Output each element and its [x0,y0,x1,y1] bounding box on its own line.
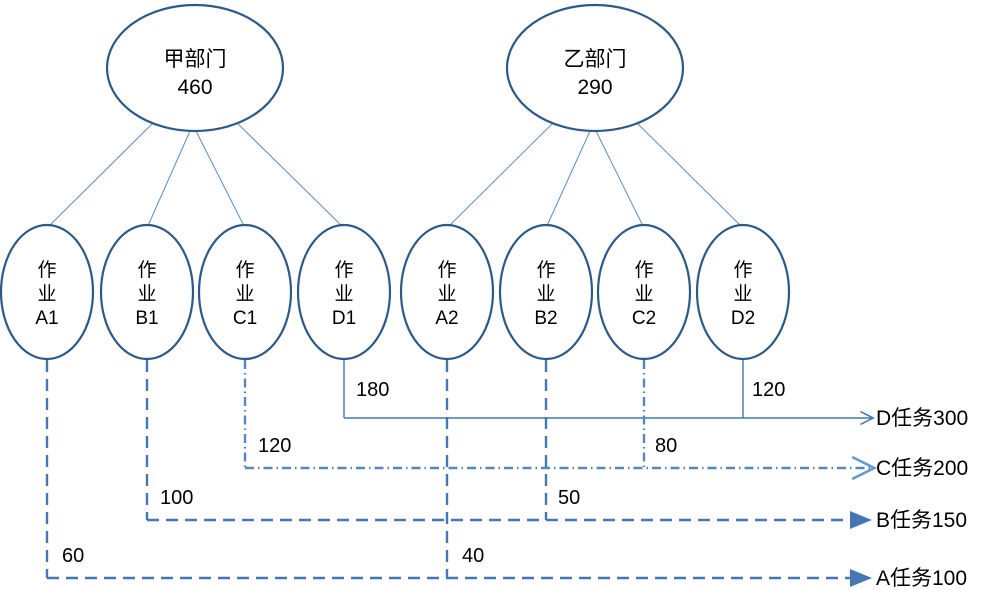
job-node-A2[interactable] [399,223,495,361]
nodes-group: 甲部门460乙部门290作业A1作业B1作业C1作业D1作业A2作业B2作业C2… [0,3,791,361]
job-text-line2-D2: 业 [733,283,752,305]
job-node-C1[interactable] [197,223,293,361]
job-label-C2: C2 [632,308,656,329]
job-text-line1-D2: 作 [733,259,752,281]
edge-value-A1: 60 [62,545,84,567]
edge-value-A2: 40 [462,545,484,567]
job-text-line2-B2: 业 [536,283,555,305]
job-text-line2-A1: 业 [37,283,56,305]
job-label-C1: C1 [233,308,257,329]
department-node-dept1[interactable] [105,3,285,133]
job-text-line1-A1: 作 [37,259,56,281]
edge-value-C2: 80 [655,435,677,457]
job-node-D2[interactable] [695,223,791,361]
job-label-B1: B1 [135,308,158,329]
edge-value-B1: 100 [160,487,193,509]
tree-edge-dept1-C1 [195,130,246,229]
edge-value-D2: 120 [752,379,785,401]
tree-edge-dept1-B1 [146,130,191,229]
job-text-line2-D1: 业 [334,283,353,305]
department-node-dept2[interactable] [505,3,685,133]
department-value-dept2: 290 [577,76,612,99]
edge-value-B2: 50 [558,487,580,509]
department-value-dept1: 460 [177,76,212,99]
task-label-rowC: C任务200 [876,457,968,480]
department-name-dept2: 乙部门 [564,48,627,71]
job-node-D1[interactable] [296,223,392,361]
job-text-line1-C1: 作 [235,259,254,281]
job-label-D1: D1 [332,308,356,329]
edge-value-D1: 180 [356,379,389,401]
job-text-line2-B1: 业 [137,283,156,305]
tree-edge-dept2-D2 [633,119,744,229]
tree-edge-dept2-C2 [595,130,645,229]
job-text-line1-B2: 作 [536,259,555,281]
job-node-C2[interactable] [596,223,692,361]
job-label-A1: A1 [35,308,58,329]
tree-edge-dept2-A2 [446,119,557,229]
job-text-line1-A2: 作 [437,259,456,281]
job-text-line1-D1: 作 [334,259,353,281]
flow-lines-group [45,360,872,587]
department-name-dept1: 甲部门 [164,48,227,71]
task-label-rowB: B任务150 [876,509,967,532]
job-node-B2[interactable] [498,223,594,361]
job-text-line1-C2: 作 [634,259,653,281]
job-label-D2: D2 [731,308,755,329]
tree-edge-dept2-B2 [545,130,591,229]
edge-value-C1: 120 [258,435,291,457]
task-label-rowD: D任务300 [876,407,968,430]
job-text-line2-C2: 业 [634,283,653,305]
job-text-line2-A2: 业 [437,283,456,305]
job-node-B1[interactable] [99,223,195,361]
job-node-A1[interactable] [0,223,95,361]
job-label-B2: B2 [534,308,557,329]
job-text-line1-B1: 作 [137,259,156,281]
tree-edges-group [46,119,744,229]
tree-edge-dept1-D1 [233,119,345,229]
job-text-line2-C1: 业 [235,283,254,305]
job-label-A2: A2 [435,308,458,329]
tree-edge-dept1-A1 [46,119,157,229]
task-label-rowA: A任务100 [876,567,967,590]
